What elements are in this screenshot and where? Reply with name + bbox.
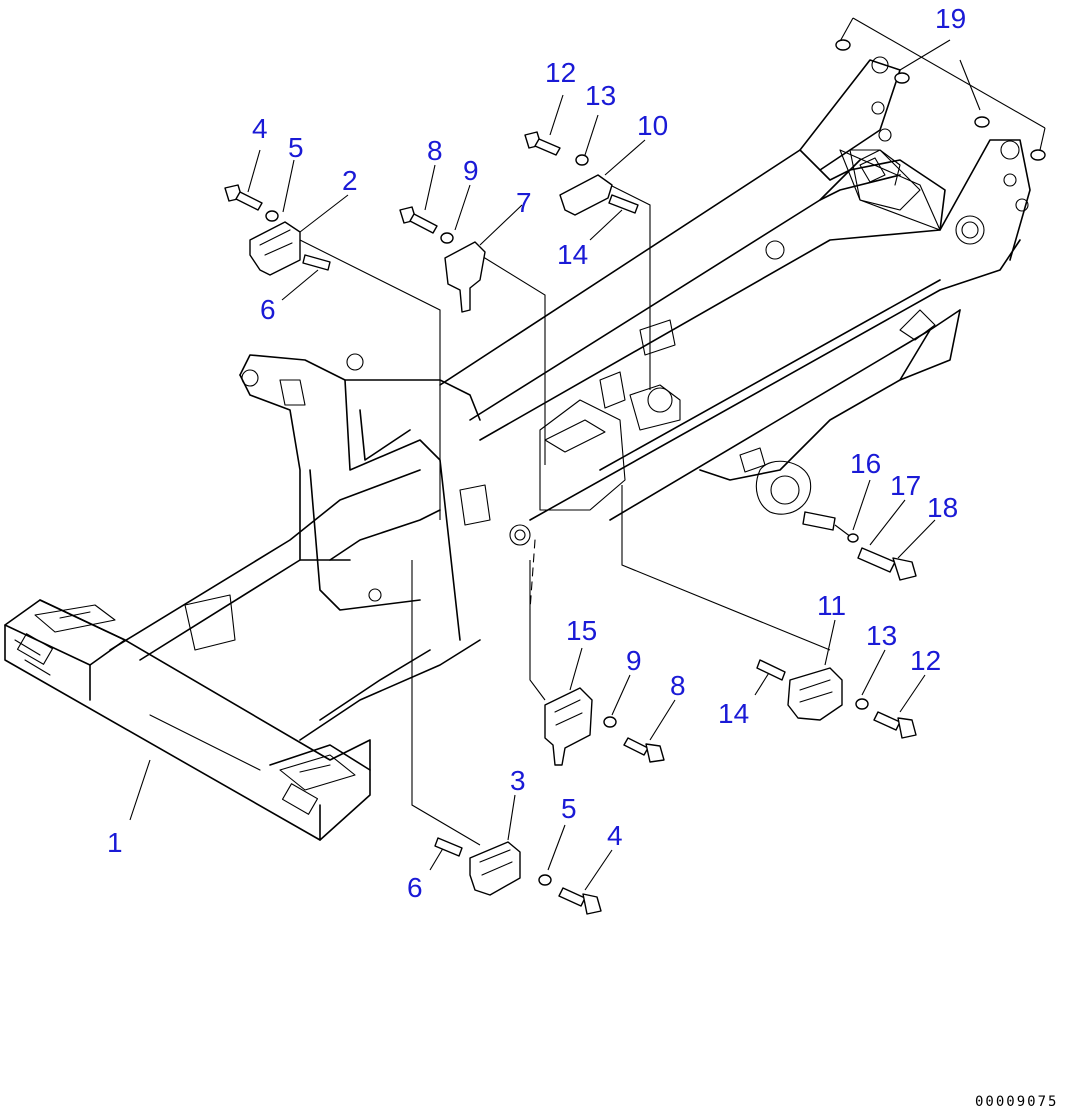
callout-3: 3: [510, 765, 526, 796]
callout-13-upper: 13: [585, 80, 616, 111]
part-5-washer-upper: [265, 210, 279, 222]
drawing-code: 00009075: [975, 1094, 1058, 1110]
part-14-pin-lower: [756, 659, 786, 681]
callout-7: 7: [516, 187, 532, 218]
part-15-bracket: [544, 687, 593, 766]
callout-1: 1: [107, 827, 123, 858]
main-frame: [4, 56, 1031, 841]
part-3-bracket: [469, 841, 521, 896]
callout-5-lower: 5: [561, 793, 577, 824]
callout-19: 19: [935, 3, 966, 34]
part-17-washer: [847, 533, 859, 543]
callout-13-lower: 13: [866, 620, 897, 651]
callout-17: 17: [890, 470, 921, 501]
callout-6-lower: 6: [407, 872, 423, 903]
callout-9-upper: 9: [463, 155, 479, 186]
part-9-washer-lower: [603, 716, 617, 728]
callout-12-upper: 12: [545, 57, 576, 88]
part-16-pin: [802, 511, 836, 531]
callout-14-upper: 14: [557, 239, 588, 270]
part-7-bracket: [444, 241, 486, 313]
part-6-pin-lower: [434, 837, 463, 857]
callout-9-lower: 9: [626, 645, 642, 676]
part-4-bolt-lower: [558, 887, 602, 915]
callout-15: 15: [566, 615, 597, 646]
callout-18: 18: [927, 492, 958, 523]
callout-5-upper: 5: [288, 132, 304, 163]
callout-16: 16: [850, 448, 881, 479]
part-5-washer-lower: [538, 874, 552, 886]
callout-14-lower: 14: [718, 698, 749, 729]
leader-lines: [129, 17, 1046, 891]
callout-labels: 1 2 3 4 4 5 5 6 6 7 8 8 9 9 10 11 12 12 …: [107, 3, 966, 903]
part-10-bracket: [559, 174, 613, 216]
part-8-bolt-upper: [399, 206, 438, 234]
part-9-washer-upper: [440, 232, 454, 244]
callout-2: 2: [342, 165, 358, 196]
part-19-bushings: [835, 39, 1046, 161]
part-6-pin-upper: [302, 254, 331, 271]
callout-6-upper: 6: [260, 294, 276, 325]
part-13-washer-upper: [575, 154, 589, 166]
part-14-pin-upper: [608, 194, 639, 214]
callout-12-lower: 12: [910, 645, 941, 676]
callout-10: 10: [637, 110, 668, 141]
part-8-bolt-lower: [623, 737, 665, 763]
callout-11: 11: [817, 590, 846, 621]
part-13-washer-lower: [855, 698, 869, 710]
part-12-bolt-upper: [524, 131, 561, 156]
part-4-bolt-upper: [224, 184, 263, 211]
callout-8-upper: 8: [427, 135, 443, 166]
callout-4-upper: 4: [252, 113, 268, 144]
part-18-bolt: [857, 547, 917, 581]
part-11-bracket: [787, 667, 843, 721]
callout-8-lower: 8: [670, 670, 686, 701]
part-2-bracket: [249, 221, 301, 276]
part-12-bolt-lower: [873, 711, 917, 739]
callout-4-lower: 4: [607, 820, 623, 851]
